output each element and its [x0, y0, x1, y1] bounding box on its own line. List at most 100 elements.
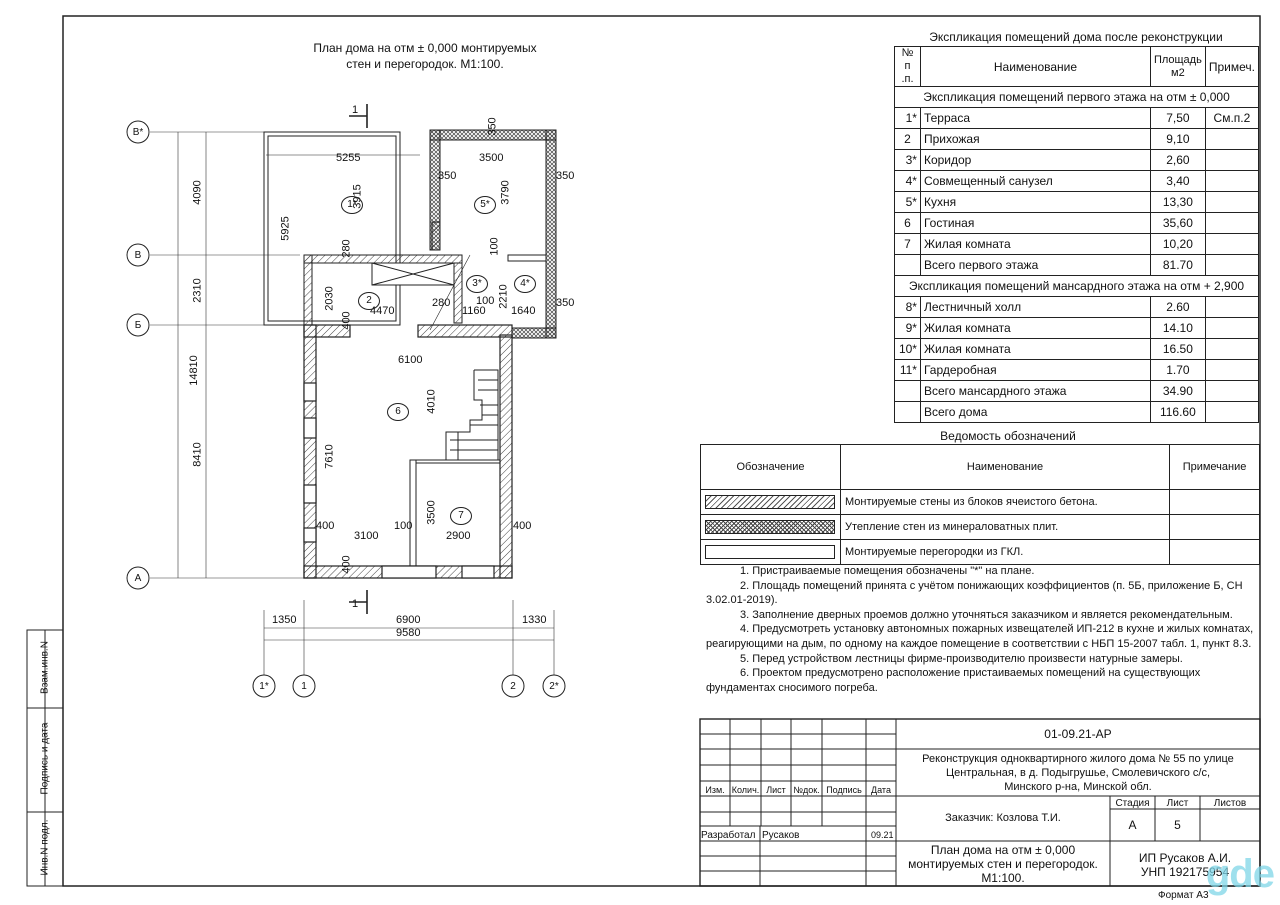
row-name: Терраса	[919, 107, 1151, 129]
dimension: 7610	[323, 444, 336, 469]
explication-title: Экспликация помещений дома после реконст…	[929, 30, 1223, 44]
row-area: 34.90	[1149, 380, 1206, 402]
dimension: 350	[556, 170, 575, 182]
hallway-walls	[303, 254, 547, 326]
row-name: Всего дома	[919, 401, 1151, 423]
row-name: Коридор	[919, 149, 1151, 171]
row-area: 2.60	[1149, 296, 1206, 318]
row-area: 14.10	[1149, 317, 1206, 339]
row-num: 10*	[894, 338, 921, 360]
dimension: 6100	[398, 354, 423, 366]
room-marker: 2	[358, 292, 380, 310]
col-header: Наименование	[919, 46, 1151, 87]
row-name: Прихожая	[919, 128, 1151, 150]
row-area: 10,20	[1149, 233, 1206, 255]
row-name: Гостиная	[919, 212, 1151, 234]
row-note	[1204, 170, 1260, 192]
crosshatch-swatch	[705, 520, 836, 534]
dimension: 3100	[354, 530, 379, 542]
legend-item: Утепление стен из минераловатных плит.	[839, 514, 1171, 540]
legend-header: Наименование	[839, 444, 1171, 490]
row-note	[1204, 380, 1260, 402]
dimension: 4010	[425, 389, 438, 414]
developed-date: 09.21	[871, 830, 894, 840]
interior-partitions	[409, 254, 500, 567]
room-marker: 3*	[466, 275, 488, 293]
stamp-col: Изм.	[705, 785, 725, 795]
section-marks	[349, 104, 368, 614]
legend-title: Ведомость обозначений	[940, 429, 1076, 443]
row-note	[1204, 296, 1260, 318]
dimension: 1160	[462, 305, 486, 317]
project-line: Центральная, в д. Подыгрушье, Смолевичск…	[945, 767, 1211, 779]
dimension: 1350	[272, 614, 297, 626]
dimension: 2030	[323, 286, 336, 311]
row-num: 6	[894, 212, 921, 234]
dimension: 8410	[191, 442, 204, 467]
side-stamp	[26, 629, 64, 887]
room-marker: 1*	[341, 196, 363, 214]
row-area: 13,30	[1149, 191, 1206, 213]
section-mark-top: 1	[352, 104, 359, 116]
axis-label: Б	[134, 320, 142, 331]
col-header: Примеч.	[1204, 46, 1260, 87]
sheet-title-line: монтируемых стен и перегородок.	[908, 857, 1098, 871]
axis-label: 1*	[259, 681, 269, 692]
dimension: 100	[476, 295, 495, 307]
main-walls	[303, 324, 513, 579]
row-note	[1204, 212, 1260, 234]
note-item: 4. Предусмотреть установку автономных по…	[706, 623, 1254, 650]
axis-label: 1	[301, 681, 307, 692]
row-num: 5*	[894, 191, 921, 213]
dimension: 350	[486, 117, 499, 136]
section-row: Экспликация помещений мансардного этажа …	[894, 275, 1259, 297]
row-note: См.п.2	[1204, 107, 1260, 129]
row-note	[1204, 128, 1260, 150]
row-num: 4*	[894, 170, 921, 192]
row-note	[1204, 359, 1260, 381]
developed-label: Разработал	[701, 830, 756, 841]
row-num	[894, 401, 921, 423]
plan-title-line2: стен и перегородок. М1:100.	[346, 57, 504, 71]
legend-table: Обозначение Наименование Примечание Монт…	[700, 444, 1260, 565]
row-num	[894, 254, 921, 276]
dimension: 3500	[479, 152, 504, 164]
note-item: 1. Пристраиваемые помещения обозначены "…	[740, 565, 1035, 577]
row-name: Жилая комната	[919, 338, 1151, 360]
dimension: 9580	[396, 627, 421, 639]
row-note	[1204, 233, 1260, 255]
row-name: Лестничный холл	[919, 296, 1151, 318]
dimension: 400	[340, 555, 353, 574]
note-item: 2. Площадь помещений принята с учётом по…	[706, 579, 1243, 607]
row-num: 3*	[894, 149, 921, 171]
sheets-header: Листов	[1213, 798, 1247, 809]
section-row: Экспликация помещений первого этажа на о…	[894, 86, 1259, 108]
row-num: 9*	[894, 317, 921, 339]
dimension: 4090	[191, 180, 204, 205]
row-note	[1204, 254, 1260, 276]
dimension: 400	[340, 311, 353, 330]
project-line: Реконструкция одноквартирного жилого дом…	[922, 753, 1234, 765]
axis-label: 2	[510, 681, 516, 692]
legend-header: Примечание	[1169, 444, 1260, 490]
row-area: 1.70	[1149, 359, 1206, 381]
row-num: 11*	[894, 359, 921, 381]
dimension: 400	[316, 520, 335, 532]
row-num: 8*	[894, 296, 921, 318]
room-marker: 7	[450, 507, 472, 525]
row-area: 3,40	[1149, 170, 1206, 192]
axis-label: В*	[132, 127, 144, 138]
legend-header: Обозначение	[700, 444, 841, 490]
row-note	[1204, 338, 1260, 360]
note-item: 5. Перед устройством лестницы фирме-прои…	[740, 652, 1183, 665]
stamp-col: Колич.	[731, 785, 760, 795]
stage-value: А	[1128, 818, 1137, 832]
row-area: 7,50	[1149, 107, 1206, 129]
note-item: 6. Проектом предусмотрено расположение п…	[706, 667, 1201, 694]
sheet-format: Формат А3	[1158, 890, 1209, 901]
dimension: 3790	[499, 180, 512, 205]
sheet-title-line: План дома на отм ± 0,000	[930, 843, 1076, 857]
row-name: Совмещенный санузел	[919, 170, 1151, 192]
col-header: Площадь м2	[1149, 46, 1206, 87]
